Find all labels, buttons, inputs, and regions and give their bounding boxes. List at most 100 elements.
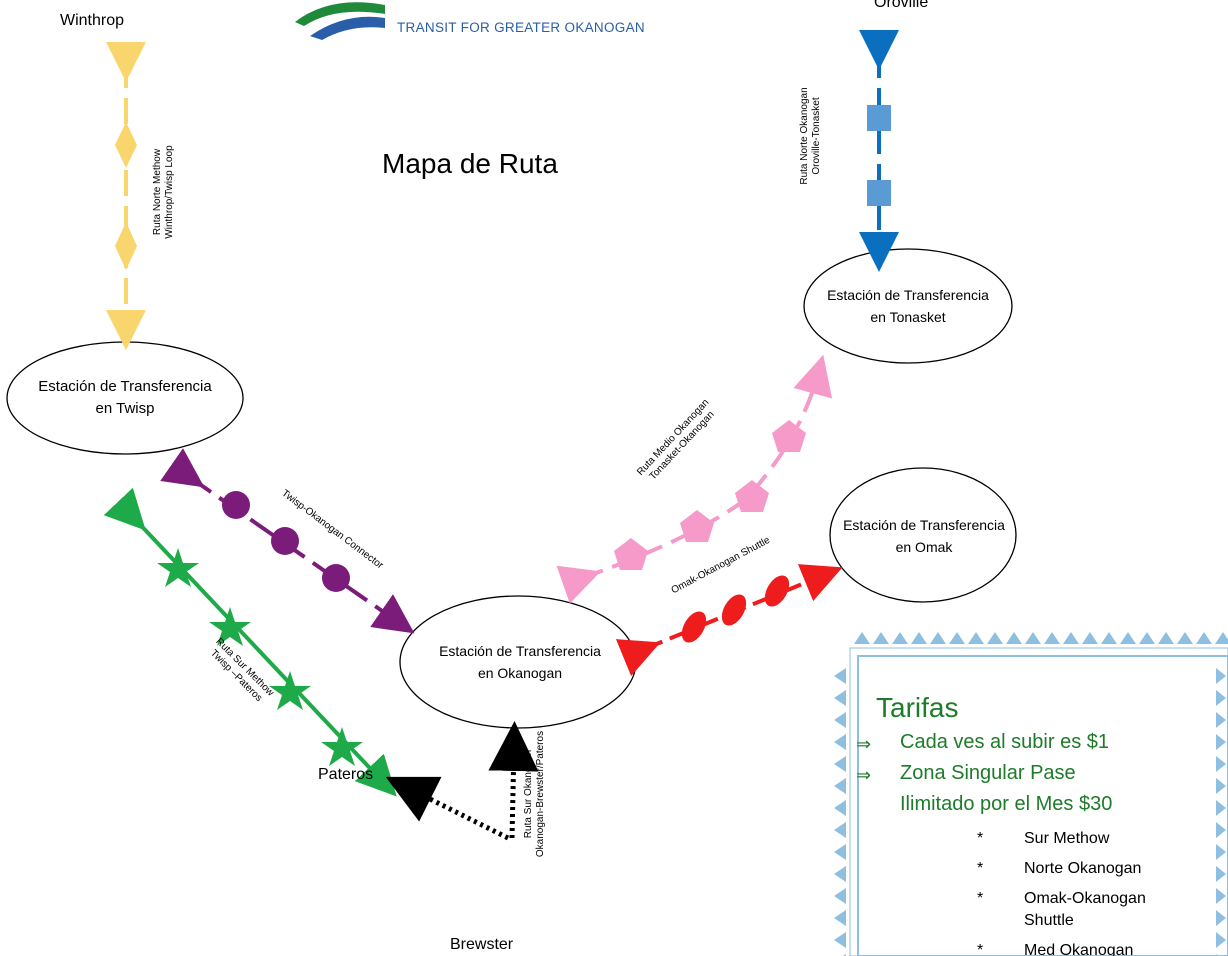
- town-pateros: Pateros: [318, 766, 374, 783]
- oval-marker: [764, 575, 790, 607]
- fares-box: [834, 632, 1228, 956]
- square-marker: [867, 105, 891, 131]
- fare-sub-1: Sur Methow: [1024, 830, 1110, 847]
- fare-sub-3-line1: Omak-Okanogan: [1024, 890, 1146, 907]
- border-tooth: [834, 932, 846, 948]
- star-marker: [209, 607, 251, 646]
- route-mid-okanogan: [556, 354, 833, 604]
- bullet-icon: *: [977, 860, 984, 877]
- bullet-icon: *: [977, 890, 984, 907]
- border-tooth: [834, 712, 846, 728]
- border-teeth-right: [1216, 668, 1226, 956]
- border-tooth: [1196, 632, 1212, 644]
- border-tooth: [1216, 888, 1226, 904]
- circle-marker: [322, 564, 350, 592]
- route-label-north-methow: Ruta Norte Methow Winthrop/Twisp Loop: [152, 132, 176, 252]
- square-marker: [867, 180, 891, 206]
- border-tooth: [1216, 800, 1226, 816]
- station-twisp-line2: en Twisp: [95, 400, 155, 417]
- tonasket-station-ellipse: [803, 248, 1013, 364]
- border-tooth: [834, 844, 846, 860]
- pentagon-marker: [735, 480, 769, 512]
- town-oroville: Oroville: [874, 0, 929, 11]
- station-tonasket: Estación de Transferencia en Tonasket: [810, 284, 1006, 328]
- arrow-right-icon: ⇒: [856, 765, 872, 785]
- star-marker: [321, 727, 363, 766]
- diamond-marker: [115, 122, 137, 168]
- border-tooth: [1216, 822, 1226, 838]
- station-okanogan: Estación de Transferencia en Okanogan: [410, 640, 630, 684]
- border-tooth: [1044, 632, 1060, 644]
- fare-item-2-line1: Zona Singular Pase: [900, 762, 1076, 784]
- border-tooth: [873, 632, 889, 644]
- border-tooth: [1120, 632, 1136, 644]
- fare-item-2-line2: Ilimitado por el Mes $30: [900, 793, 1113, 815]
- station-omak: Estación de Transferencia en Omak: [834, 514, 1014, 558]
- border-tooth: [1025, 632, 1041, 644]
- border-tooth: [834, 800, 846, 816]
- border-tooth: [834, 866, 846, 882]
- border-tooth: [1139, 632, 1155, 644]
- route-omak-okanogan: [615, 564, 843, 677]
- map-title: Mapa de Ruta: [382, 148, 558, 179]
- route-north-methow: [106, 42, 146, 350]
- station-omak-line1: Estación de Transferencia: [843, 517, 1005, 533]
- border-tooth: [1216, 844, 1226, 860]
- station-omak-line2: en Omak: [895, 539, 953, 555]
- route-label-south-okanogan-line2: Okanogan-Brewster/Pateros: [535, 730, 546, 858]
- border-tooth: [1216, 778, 1226, 794]
- route-south-methow: [103, 487, 397, 797]
- border-tooth: [834, 822, 846, 838]
- fares-title: Tarifas: [876, 692, 959, 723]
- fare-sub-3-line2: Shuttle: [1024, 912, 1074, 929]
- border-tooth: [968, 632, 984, 644]
- border-tooth: [1215, 632, 1228, 644]
- border-teeth-left: [834, 668, 846, 956]
- star-marker: [269, 671, 311, 710]
- border-tooth: [930, 632, 946, 644]
- route-south-okanogan: [385, 721, 539, 841]
- border-tooth: [1216, 690, 1226, 706]
- station-okanogan-line1: Estación de Transferencia: [439, 643, 601, 659]
- route-label-north-methow-line1: Ruta Norte Methow: [152, 148, 163, 236]
- route-label-south-okanogan: Ruta Sur Okanogan Okanogan-Brewster/Pate…: [523, 724, 547, 864]
- border-tooth: [1158, 632, 1174, 644]
- station-twisp: Estación de Transferencia en Twisp: [5, 376, 245, 420]
- border-tooth: [1216, 712, 1226, 728]
- border-tooth: [911, 632, 927, 644]
- border-tooth: [834, 910, 846, 926]
- border-tooth: [1216, 756, 1226, 772]
- circle-marker: [222, 491, 250, 519]
- circle-marker: [271, 527, 299, 555]
- route-label-north-okanogan-line2: Oroville-Tonasket: [811, 97, 822, 175]
- border-tooth: [834, 888, 846, 904]
- border-tooth: [834, 778, 846, 794]
- town-brewster: Brewster: [450, 936, 514, 953]
- route-north-okanogan: [859, 30, 899, 272]
- border-teeth-top: [854, 632, 1228, 644]
- border-tooth: [1216, 668, 1226, 684]
- town-winthrop: Winthrop: [60, 12, 125, 29]
- fare-sub-2: Norte Okanogan: [1024, 860, 1142, 877]
- border-tooth: [854, 632, 870, 644]
- pentagon-marker: [614, 538, 648, 570]
- border-tooth: [1216, 932, 1226, 948]
- border-tooth: [834, 690, 846, 706]
- bullet-icon: *: [977, 942, 984, 956]
- border-tooth: [1216, 734, 1226, 750]
- transgo-logo-icon: [295, 2, 385, 40]
- oval-marker: [721, 594, 747, 626]
- border-tooth: [987, 632, 1003, 644]
- station-okanogan-line2: en Okanogan: [477, 665, 563, 681]
- pentagon-marker: [772, 420, 806, 452]
- arrow-right-icon: ⇒: [856, 734, 872, 754]
- border-tooth: [834, 756, 846, 772]
- star-marker: [157, 548, 199, 587]
- route-label-north-okanogan-line1: Ruta Norte Okanogan: [799, 87, 810, 185]
- border-tooth: [1216, 866, 1226, 882]
- border-tooth: [834, 734, 846, 750]
- logo-tagline: TRANSIT FOR GREATER OKANOGAN: [397, 20, 645, 35]
- border-tooth: [949, 632, 965, 644]
